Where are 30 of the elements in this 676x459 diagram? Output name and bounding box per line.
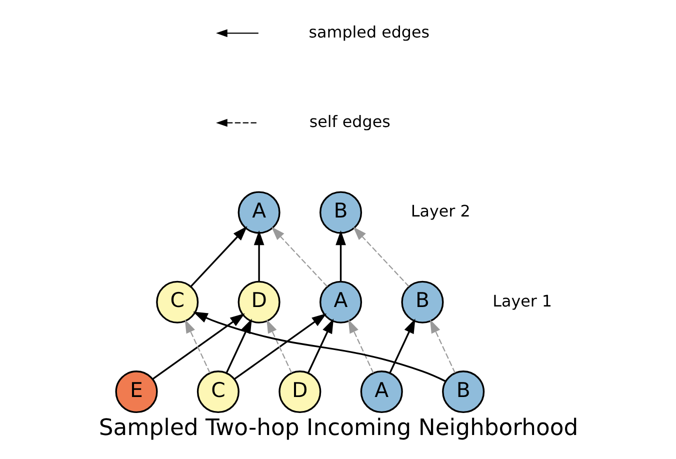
node-circle: B (442, 370, 484, 414)
arrow (266, 319, 292, 374)
legend-label: self edges (308, 112, 390, 132)
arrow (190, 226, 247, 288)
node-circle: D (278, 370, 321, 414)
arrow (388, 318, 415, 374)
arrow (430, 319, 456, 374)
node-circle: B (400, 280, 444, 324)
arrow (270, 226, 328, 287)
arrow (306, 318, 334, 374)
arrow (348, 319, 374, 374)
node-circle: B (319, 191, 362, 234)
legend-label: sampled edges (308, 22, 430, 42)
arrow (184, 319, 210, 374)
arrow (335, 230, 346, 282)
node-circle: C (196, 370, 239, 414)
node-circle: D (237, 280, 280, 324)
arrow (234, 313, 326, 380)
label: Layer 2 (410, 202, 470, 221)
node-circle: A (319, 280, 362, 324)
node-circle: A (360, 370, 402, 414)
label: Layer 1 (492, 291, 552, 310)
arrow (352, 226, 409, 287)
node-circle: E (114, 370, 158, 414)
arrow (253, 230, 264, 282)
caption: Sampled Two-hop Incoming Neighborhood (98, 414, 578, 441)
arrow (192, 312, 446, 382)
node-circle: C (156, 280, 198, 324)
arrow (152, 313, 244, 380)
node-circle: A (237, 191, 280, 234)
